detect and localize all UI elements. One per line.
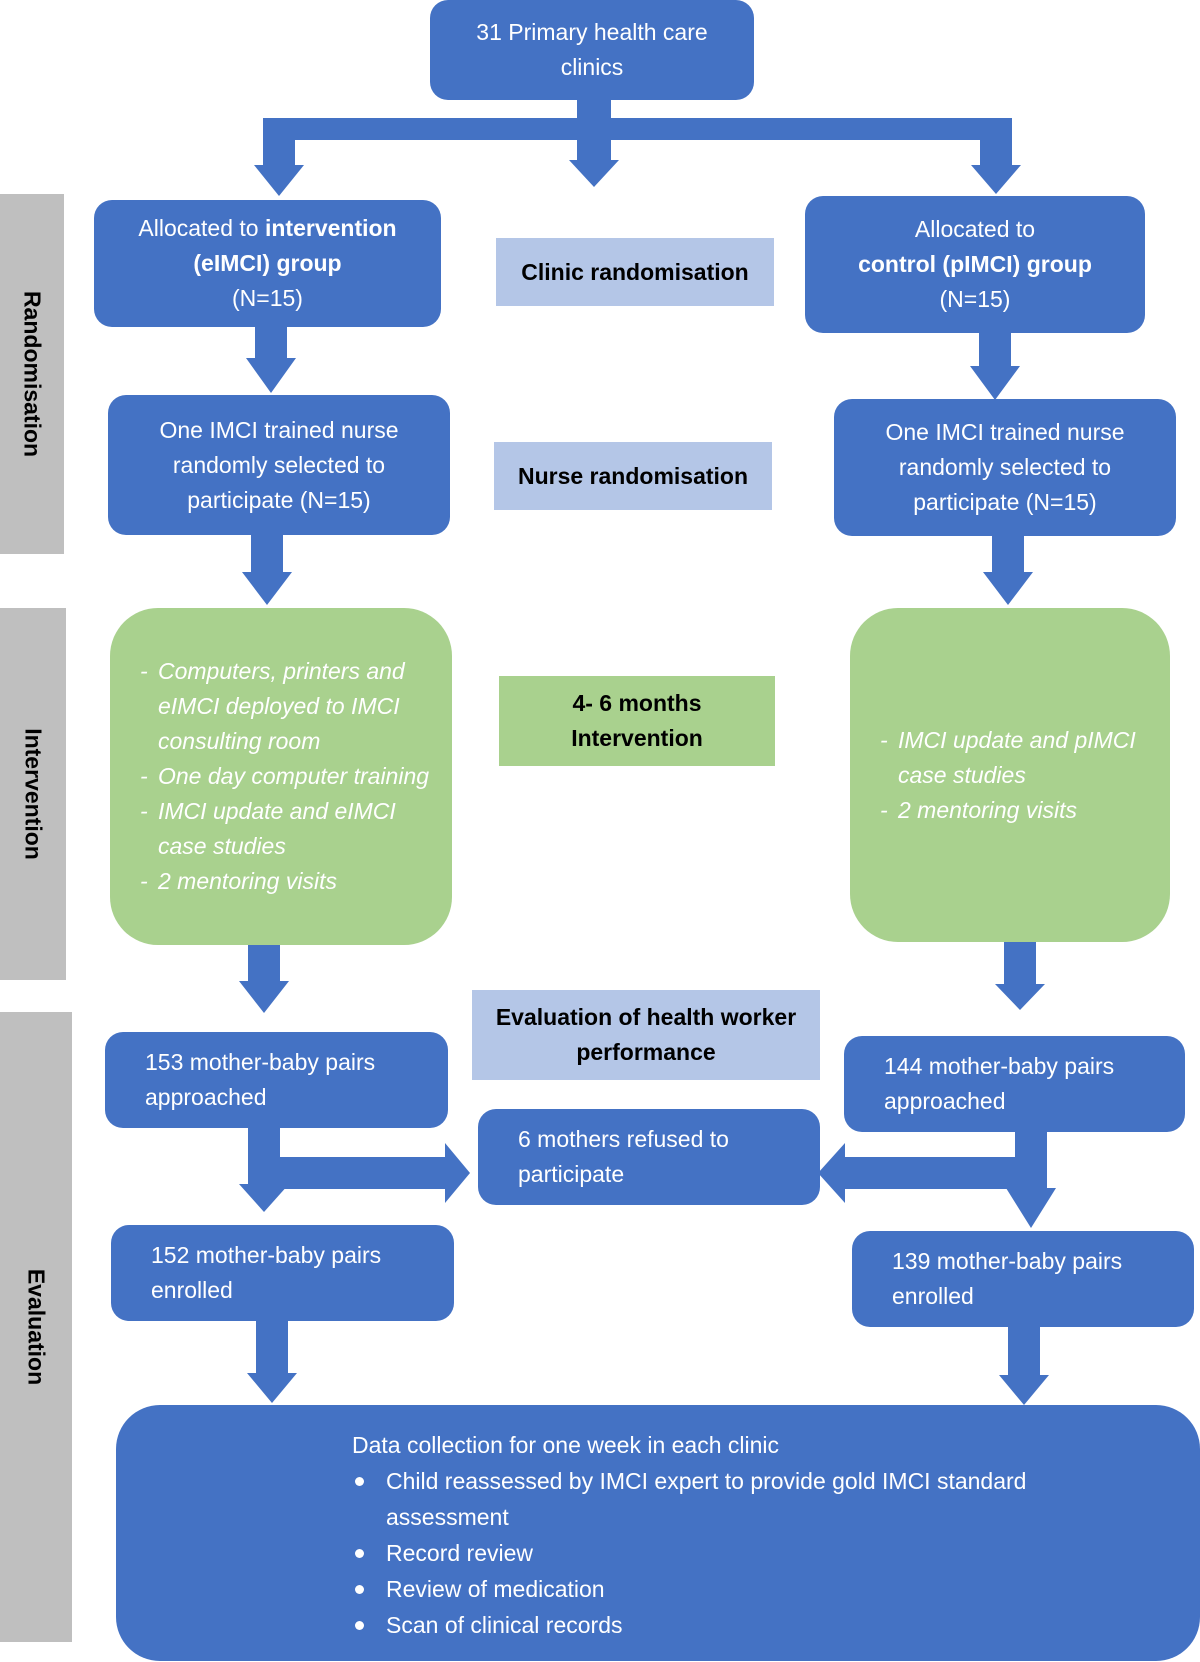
node-intervention-allocated-bold: intervention <box>264 215 397 241</box>
label-evaluation-line2: performance <box>576 1039 716 1065</box>
box-intervention-activities: Computers, printers and eIMCI deployed t… <box>110 608 452 945</box>
node-intervention-enrolled-line1: 152 mother-baby pairs <box>151 1242 382 1268</box>
label-evaluation: Evaluation of health worker performance <box>472 990 820 1080</box>
arrow-left-5 <box>256 1320 288 1373</box>
arrow-left-1 <box>255 325 287 358</box>
split-right-stem <box>980 118 1012 165</box>
arrow-left-refused <box>270 1157 445 1189</box>
arrow-head-right-alloc <box>971 165 1021 194</box>
node-data-collection: Data collection for one week in each cli… <box>116 1405 1200 1661</box>
control-activity-item: IMCI update and pIMCI case studies <box>880 723 1150 793</box>
node-intervention-enrolled-line2: enrolled <box>151 1277 233 1303</box>
arrow-right-5 <box>1008 1327 1040 1375</box>
node-control-enrolled-line2: enrolled <box>892 1283 974 1309</box>
arrow-right-3 <box>1004 940 1036 984</box>
label-clinic-randomisation-text: Clinic randomisation <box>521 258 749 285</box>
node-mothers-refused: 6 mothers refused to participate <box>478 1109 820 1205</box>
arrow-right-refused <box>845 1157 1040 1189</box>
data-collection-list: Child reassessed by IMCI expert to provi… <box>352 1463 1052 1643</box>
node-primary-clinics: 31 Primary health care clinics <box>430 0 754 100</box>
label-intervention-period: 4- 6 months Intervention <box>499 676 775 766</box>
node-intervention-approached-line1: 153 mother-baby pairs <box>145 1049 376 1075</box>
node-intervention-approached: 153 mother-baby pairs approached <box>105 1032 448 1128</box>
intervention-activity-item: 2 mentoring visits <box>140 864 432 899</box>
node-control-allocated: Allocated to control (pIMCI) group (N=15… <box>805 196 1145 333</box>
node-intervention-allocated-line1: Allocated to intervention <box>138 211 396 246</box>
node-control-allocated-line3: (N=15) <box>939 286 1011 312</box>
node-intervention-approached-line2: approached <box>145 1084 267 1110</box>
node-control-approached-line1: 144 mother-baby pairs <box>884 1053 1115 1079</box>
node-intervention-nurse-line2: randomly selected to <box>172 451 386 478</box>
data-collection-title: Data collection for one week in each cli… <box>352 1432 780 1458</box>
side-label-randomisation: Randomisation <box>0 194 64 554</box>
intervention-activity-item: One day computer training <box>140 759 432 794</box>
arrow-right-2 <box>992 535 1024 572</box>
arrow-right-1 <box>979 332 1011 366</box>
node-control-allocated-line2: control (pIMCI) group <box>858 251 1092 277</box>
node-control-allocated-line1: Allocated to <box>914 216 1036 242</box>
node-intervention-allocated-line3: (N=15) <box>232 285 303 311</box>
node-primary-clinics-line1: 31 Primary health care <box>476 19 708 45</box>
node-control-enrolled: 139 mother-baby pairs enrolled <box>852 1231 1194 1327</box>
node-control-approached-line2: approached <box>884 1088 1006 1114</box>
side-label-intervention-text: Intervention <box>20 728 47 860</box>
arrow-left-2 <box>251 534 283 572</box>
data-collection-item: Record review <box>352 1535 1052 1571</box>
side-label-evaluation-text: Evaluation <box>23 1268 50 1386</box>
data-collection-item: Review of medication <box>352 1571 1052 1607</box>
arrow-head-center <box>569 160 619 187</box>
split-left-stem <box>263 118 295 165</box>
node-intervention-allocated-line2: (eIMCI) group <box>193 250 342 276</box>
node-intervention-nurse: One IMCI trained nurse randomly selected… <box>108 395 450 535</box>
arrow-left-3 <box>248 942 280 981</box>
node-control-nurse: One IMCI trained nurse randomly selected… <box>834 399 1176 536</box>
node-intervention-nurse-line1: One IMCI trained nurse <box>159 416 399 443</box>
data-collection-item: Child reassessed by IMCI expert to provi… <box>352 1463 1052 1535</box>
node-intervention-enrolled: 152 mother-baby pairs enrolled <box>111 1225 454 1321</box>
split-bar <box>263 118 999 140</box>
node-primary-clinics-line2: clinics <box>560 54 624 80</box>
node-mothers-refused-line1: 6 mothers refused to <box>518 1126 729 1152</box>
label-evaluation-line1: Evaluation of health worker <box>495 1004 797 1030</box>
label-nurse-randomisation-text: Nurse randomisation <box>517 462 749 489</box>
node-intervention-nurse-line3: participate (N=15) <box>187 486 371 513</box>
arrow-head-left-alloc <box>254 165 304 196</box>
data-collection-item: Scan of clinical records <box>352 1607 1052 1643</box>
node-mothers-refused-line2: participate <box>518 1161 625 1187</box>
control-activity-item: 2 mentoring visits <box>880 793 1150 828</box>
side-label-randomisation-text: Randomisation <box>19 290 46 458</box>
node-control-nurse-line3: participate (N=15) <box>913 489 1097 515</box>
intervention-activity-item: Computers, printers and eIMCI deployed t… <box>140 654 432 759</box>
node-control-enrolled-line1: 139 mother-baby pairs <box>892 1248 1123 1274</box>
side-label-evaluation: Evaluation <box>0 1012 72 1642</box>
label-clinic-randomisation: Clinic randomisation <box>496 238 774 306</box>
box-control-activities: IMCI update and pIMCI case studies 2 men… <box>850 608 1170 942</box>
side-label-intervention: Intervention <box>0 608 66 980</box>
node-intervention-allocated: Allocated to intervention (eIMCI) group … <box>94 200 441 327</box>
label-intervention-period-line2: Intervention <box>571 725 703 751</box>
control-activities-list: IMCI update and pIMCI case studies 2 men… <box>880 723 1150 828</box>
node-intervention-allocated-prefix: Allocated to <box>138 215 265 241</box>
intervention-activities-list: Computers, printers and eIMCI deployed t… <box>140 654 432 899</box>
intervention-activity-item: IMCI update and eIMCI case studies <box>140 794 432 864</box>
label-nurse-randomisation: Nurse randomisation <box>494 442 772 510</box>
label-intervention-period-line1: 4- 6 months <box>572 690 702 716</box>
node-control-nurse-line2: randomly selected to <box>898 454 1112 480</box>
node-control-nurse-line1: One IMCI trained nurse <box>885 419 1125 445</box>
node-control-approached: 144 mother-baby pairs approached <box>844 1036 1185 1132</box>
